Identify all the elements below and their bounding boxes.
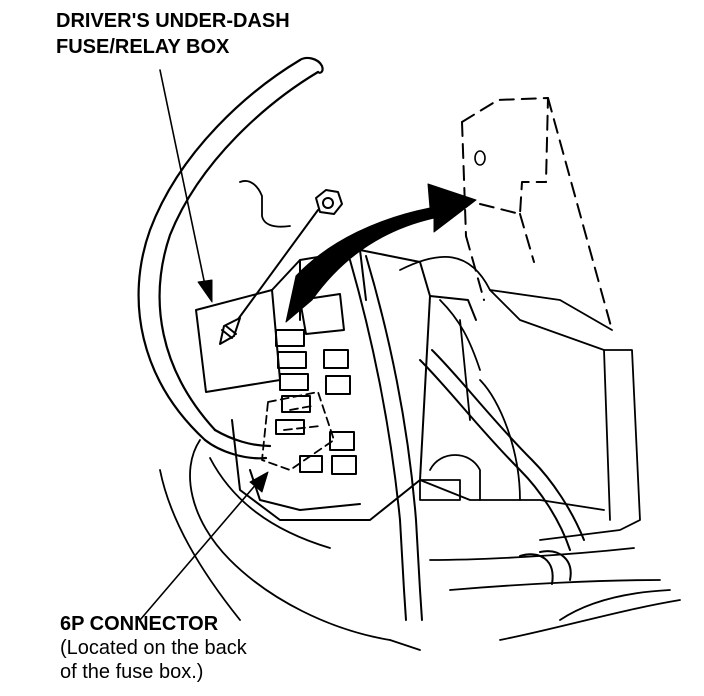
connector-label: 6P CONNECTOR (Located on the back of the…: [60, 612, 247, 684]
wire-harness: [137, 56, 324, 460]
fuse-box-label-line1: DRIVER'S UNDER-DASH: [56, 10, 290, 32]
bolt-head: [315, 189, 343, 215]
removal-arrow: [285, 183, 477, 323]
leader-fuse-box-arrowhead: [197, 279, 213, 303]
dash-structure: [159, 180, 681, 651]
leader-connector: [139, 481, 259, 621]
bolt: [219, 189, 343, 345]
hanging-cables: [349, 255, 585, 621]
connector-label-title: 6P CONNECTOR: [60, 613, 219, 635]
phantom-dash-panel: [461, 97, 613, 331]
connector-label-note-line1: (Located on the back: [60, 637, 247, 659]
bracket-assembly: [399, 256, 641, 541]
fuse-box-label: DRIVER'S UNDER-DASH FUSE/RELAY BOX: [56, 8, 290, 60]
fuse-box-label-line2: FUSE/RELAY BOX: [56, 36, 230, 58]
panel-hole: [474, 150, 486, 166]
connector-outline: [261, 391, 335, 471]
leader-connector-arrowhead: [249, 471, 269, 493]
connector-label-note-line2: of the fuse box.): [60, 661, 204, 683]
leader-fuse-box: [159, 69, 207, 291]
